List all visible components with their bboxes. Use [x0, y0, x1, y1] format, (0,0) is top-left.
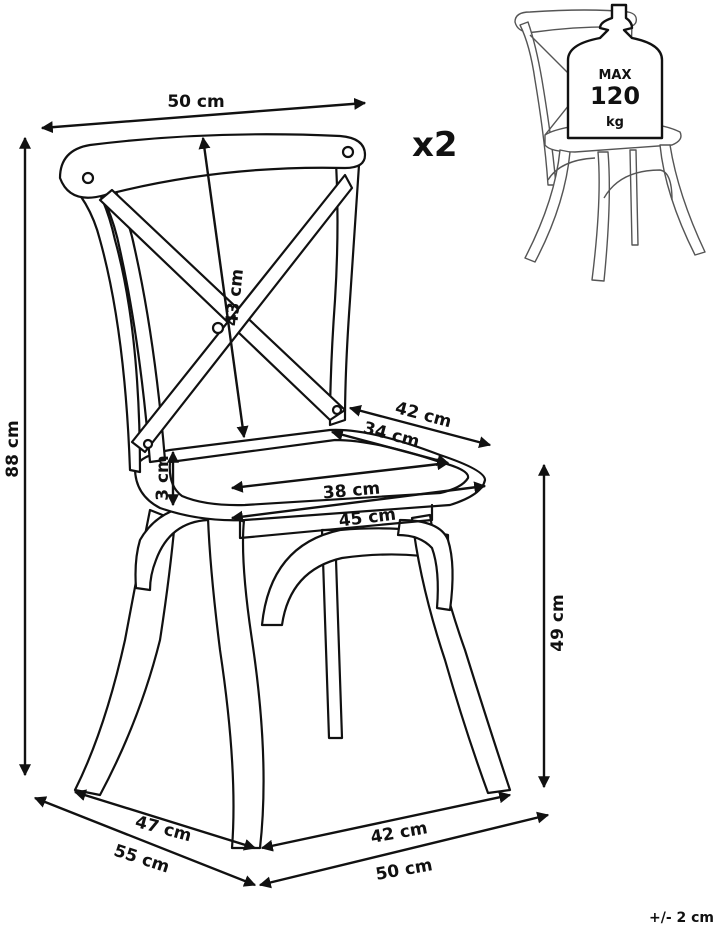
front-left-leg — [206, 516, 265, 850]
weight-bottle-icon — [566, 3, 664, 140]
label-base-front-outer: 50 cm — [374, 855, 434, 885]
label-top-width: 50 cm — [167, 92, 224, 112]
arrow-base-front-outer — [258, 811, 550, 889]
arrow-backrest-height — [198, 136, 249, 439]
label-base-side-outer: 55 cm — [111, 841, 172, 878]
max-load-line3: kg — [606, 115, 624, 130]
back-right-post — [328, 143, 362, 427]
top-right-bolt — [341, 145, 355, 159]
quantity-label: x2 — [412, 125, 458, 165]
max-load-line1: MAX — [598, 68, 631, 83]
tolerance-label: +/- 2 cm — [649, 910, 714, 926]
arrow-seat-depth-inner — [330, 428, 450, 467]
label-seat-width-inner: 38 cm — [322, 479, 381, 504]
top-left-bolt — [81, 171, 95, 185]
arrow-base-side-outer — [33, 796, 257, 887]
label-seat-height: 49 cm — [548, 594, 568, 651]
lower-left-bolt — [142, 438, 154, 450]
label-total-height: 88 cm — [3, 420, 23, 477]
arrow-seat-width-outer — [230, 481, 487, 523]
label-seat-thickness: 3 cm — [153, 455, 173, 501]
max-load-line2: 120 — [590, 82, 640, 110]
top-rail — [58, 133, 367, 199]
arrow-seat-depth-outer — [348, 404, 492, 449]
dimension-arrows — [19, 97, 550, 889]
max-load-illustration: MAX 120 kg — [514, 3, 706, 282]
front-arch-stretcher — [396, 518, 454, 612]
front-right-leg — [410, 513, 512, 795]
arrow-top-width — [40, 97, 367, 134]
lower-right-bolt — [331, 404, 343, 416]
